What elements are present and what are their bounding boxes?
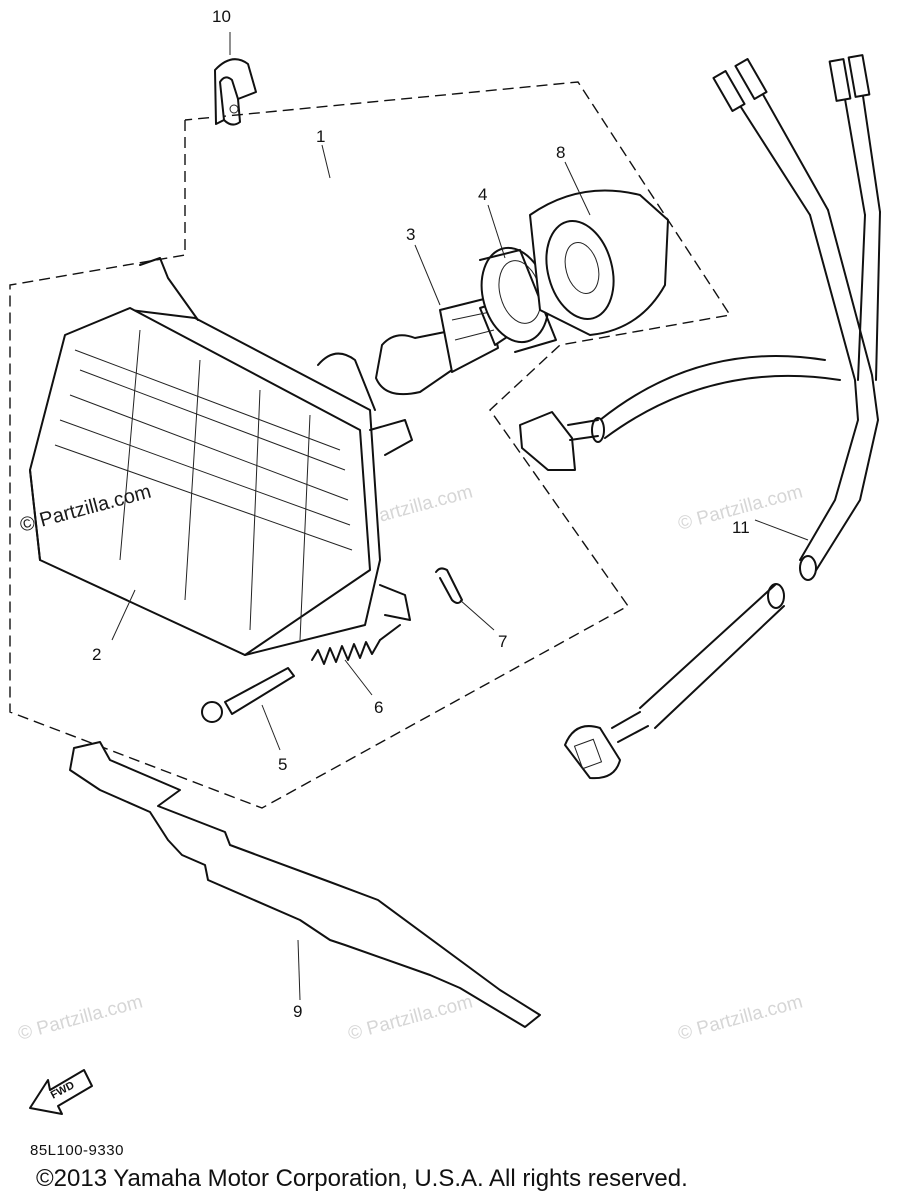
rubber-boot-part-8	[529, 189, 669, 336]
callout-8: 8	[556, 143, 565, 162]
watermark: © Partzilla.com	[346, 991, 475, 1044]
callout-6: 6	[374, 698, 383, 717]
copyright-notice: ©2013 Yamaha Motor Corporation, U.S.A. A…	[36, 1165, 688, 1192]
watermark: © Partzilla.com	[676, 991, 805, 1044]
diagram-reference-code: 85L100-9330	[30, 1142, 124, 1159]
callout-11: 11	[732, 518, 750, 537]
watermark: © Partzilla.com	[16, 991, 145, 1044]
callout-4: 4	[478, 185, 487, 204]
wire-harness-part-11	[519, 54, 881, 780]
clip-pin-part-7	[435, 567, 463, 604]
callout-1: 1	[316, 127, 325, 146]
callout-7: 7	[498, 632, 507, 651]
assembly-boundary-dashed	[9, 81, 732, 809]
leader-lines	[111, 32, 809, 1001]
headlight-unit-part-2	[29, 257, 413, 656]
callout-9: 9	[293, 1002, 302, 1021]
spring-part-6	[311, 624, 401, 665]
callout-3: 3	[406, 225, 415, 244]
callout-10: 10	[212, 7, 231, 26]
fwd-arrow-icon: FWD	[29, 1069, 93, 1115]
callouts: 10 1 3 4 8 2 5 6 7 11 9	[92, 7, 750, 1021]
clip-part-10	[214, 58, 257, 126]
callout-2: 2	[92, 645, 101, 664]
callout-5: 5	[278, 755, 287, 774]
foam-strip-part-9	[69, 741, 541, 1028]
screw-part-5	[201, 667, 295, 723]
